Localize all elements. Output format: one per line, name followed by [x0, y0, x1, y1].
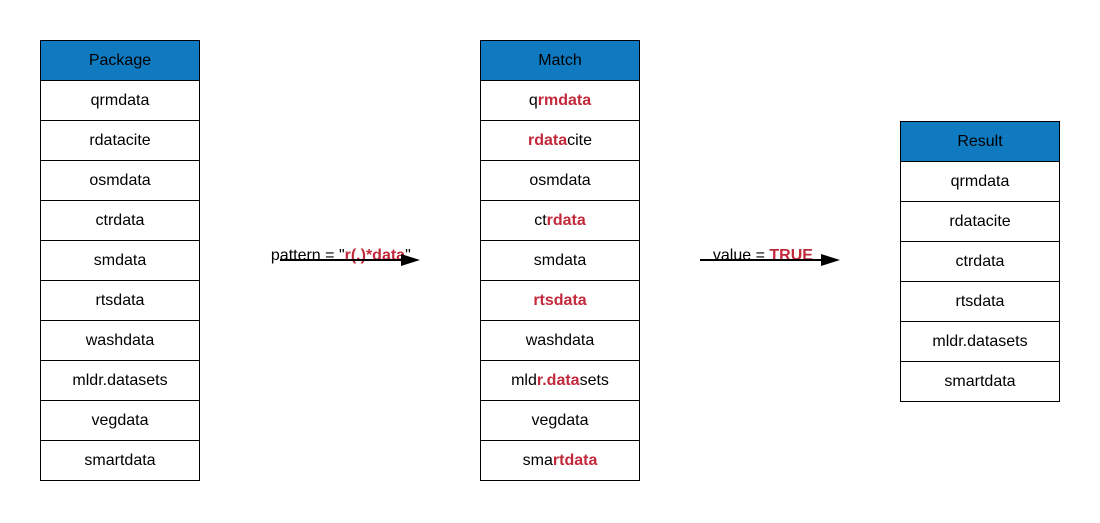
match-row-pre: ct	[534, 211, 547, 229]
match-row-post: cite	[567, 131, 593, 149]
package-row: qrmdata	[41, 81, 199, 121]
match-row-post: sets	[579, 371, 609, 389]
result-row: ctrdata	[901, 242, 1059, 282]
arrow-pattern	[280, 254, 420, 266]
match-row-match: rdata	[546, 211, 586, 229]
package-row: smdata	[41, 241, 199, 281]
package-row: washdata	[41, 321, 199, 361]
match-row-match: r.data	[536, 371, 580, 389]
match-row-pre: washdata	[525, 331, 595, 349]
package-row: smartdata	[41, 441, 199, 481]
result-row: rdatacite	[901, 202, 1059, 242]
match-row-pre: smdata	[533, 251, 587, 269]
match-row-match: rtdata	[552, 451, 598, 469]
pattern-label-suffix: "	[405, 247, 411, 264]
package-row: osmdata	[41, 161, 199, 201]
result-row: mldr.datasets	[901, 322, 1059, 362]
package-row: rdatacite	[41, 121, 199, 161]
match-row-match: rtsdata	[533, 291, 587, 309]
package-row: vegdata	[41, 401, 199, 441]
arrow-value	[700, 254, 840, 266]
match-row-pre: vegdata	[531, 411, 589, 429]
package-row: ctrdata	[41, 201, 199, 241]
result-row: rtsdata	[901, 282, 1059, 322]
match-row: washdata	[481, 321, 639, 361]
match-row-pre: osmdata	[529, 171, 591, 189]
package-row: rtsdata	[41, 281, 199, 321]
match-row-match: rmdata	[537, 91, 592, 109]
match-row-pre: mld	[511, 371, 537, 389]
package-table-header: Package	[41, 41, 199, 81]
result-row: qrmdata	[901, 162, 1059, 202]
match-row: osmdata	[481, 161, 639, 201]
match-row: smdata	[481, 241, 639, 281]
match-row: vegdata	[481, 401, 639, 441]
result-table-header: Result	[901, 122, 1059, 162]
match-row: rtsdata	[481, 281, 639, 321]
match-table-header: Match	[481, 41, 639, 81]
match-row-pre: q	[528, 91, 538, 109]
result-row: smartdata	[901, 362, 1059, 402]
package-row: mldr.datasets	[41, 361, 199, 401]
match-row-match: rdata	[527, 131, 568, 149]
match-row-pre: sma	[522, 451, 553, 469]
